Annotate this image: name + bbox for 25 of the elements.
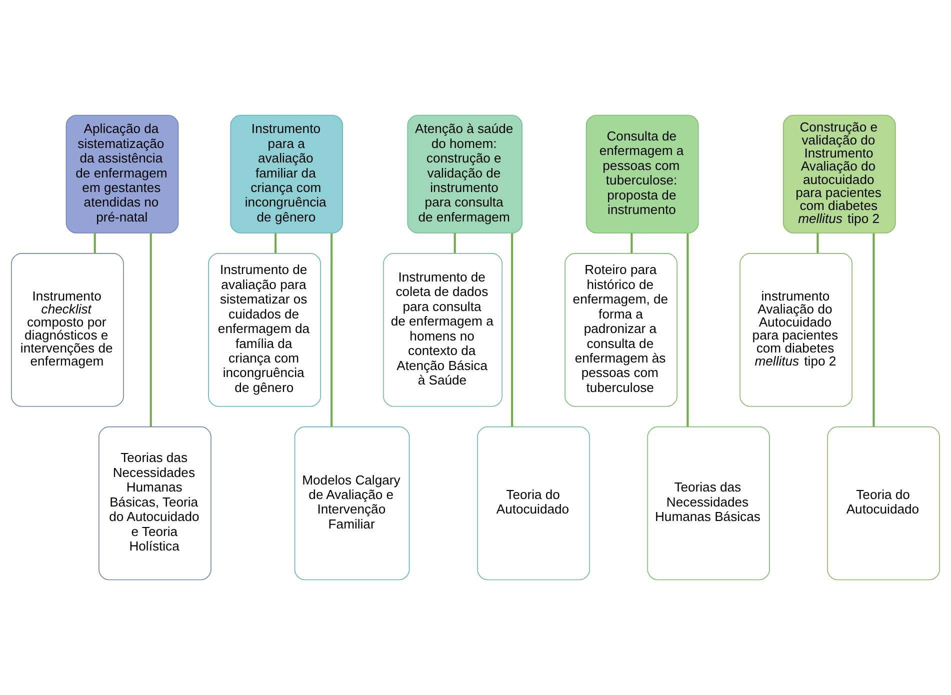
node-box: Teorias das Necessidades Humanas Básicas, Teoria do Autocuidado e Teoria Holística [98,426,212,580]
connector [686,233,689,427]
node-box: Teoria do Autocuidado [827,426,940,580]
node-box: Roteiro para histórico de enfermagem, de forma a padronizar a consulta de enfermagem às pessoas com tuberculose [564,253,678,407]
connector [150,233,152,427]
node-box: Instrumento checklist composto por diagnósticos e intervenções de enfermagem [11,253,124,407]
connector [872,233,875,427]
node-box: Consulta de enfermagem a pessoas com tuberculose: proposta de instrumento [586,114,699,234]
node-box: Teorias das Necessidades Humanas Básicas [647,426,770,580]
node-box: Instrumento para a avaliação familiar da criança com incongruência de gênero [230,114,344,234]
node-box: instrumento Avaliação do Autocuidado para pacientes com diabetes mellitus tipo 2 [740,253,852,407]
node-box: Teoria do Autocuidado [477,426,590,580]
connector [511,233,514,427]
node-box: Atenção à saúde do homem: construção e validação de instrumento para consulta de enfermagem [407,114,523,234]
node-box: Instrumento de coleta de dados para consulta de enfermagem a homens no contexto da Atenção Básica à Saúde [383,253,502,407]
connector [94,233,96,254]
node-box: Instrumento de avaliação para sistematizar os cuidados de enfermagem da família da criança com incongruência de gênero [208,253,321,407]
node-box: Modelos Calgary de Avaliação e Intervenção Familiar [294,426,410,580]
connector [274,233,277,254]
connector [630,233,633,254]
node-box: Construção e validação do Instrumento Avaliação do autocuidado para pacientes com diabetes mellitus tipo 2 [782,114,896,234]
connector [816,233,819,254]
connector [454,233,456,254]
node-box: Aplicação da sistematização da assistência de enfermagem em gestantes atendidas no pré-natal [66,114,179,234]
connector [330,233,333,427]
